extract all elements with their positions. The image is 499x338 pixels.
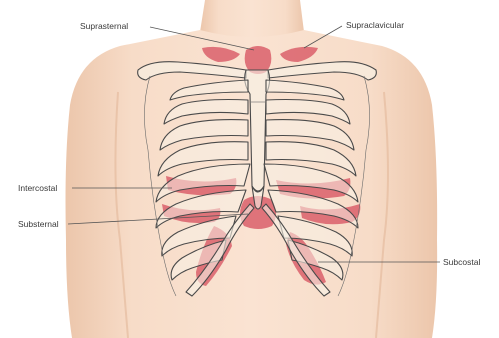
supraclavicular-label: Supraclavicular <box>346 20 404 30</box>
neck <box>200 0 304 39</box>
substernal-label: Substernal <box>18 219 59 229</box>
subcostal-label: Subcostal <box>443 257 480 267</box>
suprasternal-label: Suprasternal <box>80 21 128 31</box>
intercostal-label: Intercostal <box>18 183 57 193</box>
